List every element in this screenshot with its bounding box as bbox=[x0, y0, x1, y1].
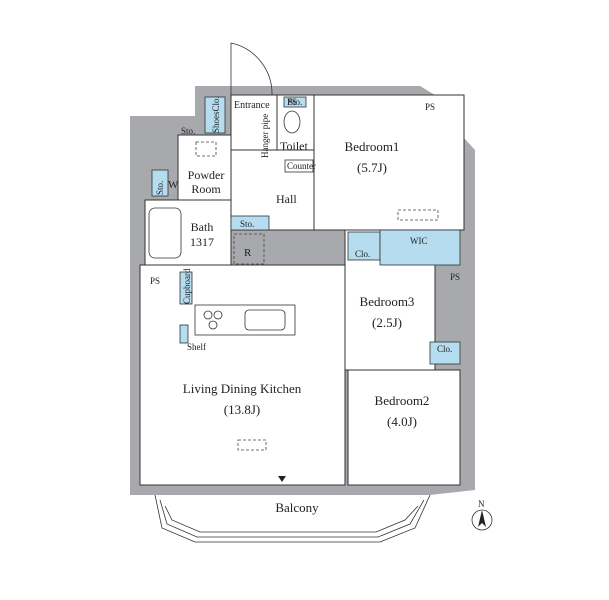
bedroom1-size: (5.7J) bbox=[357, 160, 387, 175]
toilet-label: Toilet bbox=[280, 139, 308, 153]
toilet-storage bbox=[283, 96, 307, 108]
kitchen-counter bbox=[194, 304, 296, 336]
powder-room-label-1: Powder bbox=[188, 168, 225, 182]
bedroom3-label: Bedroom3 bbox=[360, 294, 415, 309]
hanger-pipe-label: Hanger pipe bbox=[260, 114, 270, 158]
hall-storage-label: Sto. bbox=[240, 219, 254, 229]
bedroom2-closet-label: Clo. bbox=[437, 344, 452, 354]
wic-label: WIC bbox=[410, 236, 428, 246]
toilet-fixture bbox=[283, 110, 301, 134]
shelf-label: Shelf bbox=[187, 342, 206, 352]
bedroom3-closet bbox=[347, 231, 381, 261]
ps-label-1: PS bbox=[425, 102, 435, 112]
bedroom2-closet bbox=[429, 341, 461, 365]
bath-room bbox=[144, 199, 232, 266]
ps-label-3: PS bbox=[150, 276, 160, 286]
ps-label-2: PS bbox=[287, 97, 297, 107]
bedroom2-size: (4.0J) bbox=[387, 414, 417, 429]
refrigerator-slot bbox=[233, 233, 265, 265]
washer-label: W bbox=[168, 179, 179, 191]
counter-label: Counter bbox=[287, 161, 316, 171]
toilet-storage-label: Sto. bbox=[288, 97, 302, 107]
shoes-closet-label: ShoesClo. bbox=[211, 96, 221, 133]
powder-room-label-2: Room bbox=[191, 182, 221, 196]
bathtub bbox=[148, 207, 182, 259]
powder-sink bbox=[195, 141, 217, 157]
cupboard-label: Cupboard bbox=[182, 268, 192, 304]
bedroom1-ceiling-unit bbox=[397, 209, 439, 221]
counter-box bbox=[284, 159, 314, 173]
entry-marker bbox=[278, 476, 286, 482]
bedroom1-room bbox=[313, 94, 465, 231]
bedroom3-size: (2.5J) bbox=[372, 315, 402, 330]
washer-storage bbox=[151, 169, 169, 197]
bath-label-2: 1317 bbox=[190, 235, 214, 249]
cupboard bbox=[179, 271, 193, 305]
balcony-label: Balcony bbox=[275, 500, 319, 515]
bedroom1-label: Bedroom1 bbox=[345, 139, 400, 154]
ldk-size: (13.8J) bbox=[224, 402, 260, 417]
ldk-ceiling-unit bbox=[237, 439, 267, 451]
refrigerator-label: R bbox=[244, 247, 252, 259]
storage-label-top: Sto. bbox=[181, 126, 195, 136]
north-compass: N bbox=[471, 499, 493, 531]
ps-label-4: PS bbox=[450, 272, 460, 282]
bedroom2-label: Bedroom2 bbox=[375, 393, 430, 408]
shelf-block bbox=[179, 324, 189, 344]
hall-label: Hall bbox=[276, 192, 297, 206]
wic-storage bbox=[379, 229, 461, 266]
north-label: N bbox=[478, 499, 485, 509]
shoes-closet bbox=[204, 96, 226, 134]
entrance-label: Entrance bbox=[234, 100, 270, 111]
bedroom3-closet-label: Clo. bbox=[355, 249, 370, 259]
balcony: Balcony bbox=[154, 494, 431, 543]
hall-storage bbox=[230, 215, 270, 231]
ldk-label: Living Dining Kitchen bbox=[183, 381, 302, 396]
entrance-area bbox=[230, 94, 278, 151]
bedroom2-room bbox=[347, 369, 461, 486]
washer-storage-label: Sto. bbox=[155, 181, 165, 195]
bath-label-1: Bath bbox=[191, 220, 214, 234]
entrance-door[interactable] bbox=[230, 42, 273, 96]
ldk-room bbox=[139, 264, 346, 486]
